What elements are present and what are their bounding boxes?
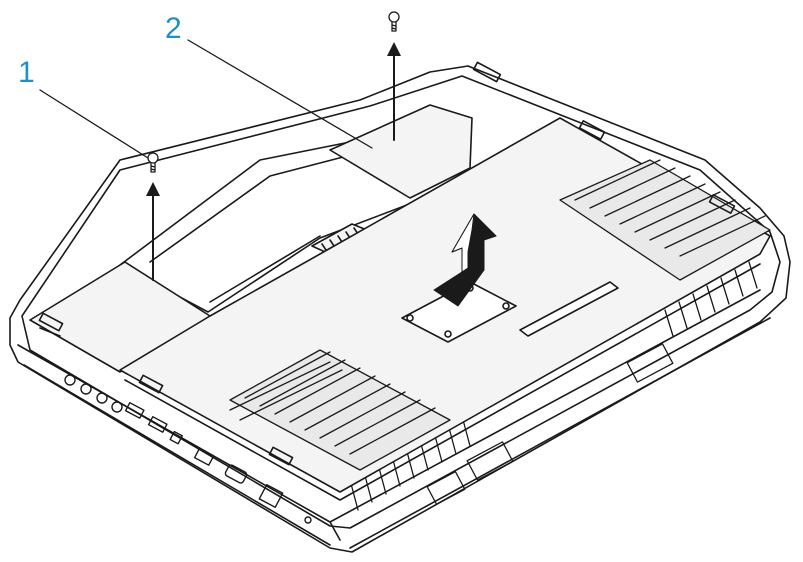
callout-leaders xyxy=(39,39,373,159)
base-panel-edge xyxy=(124,263,761,501)
port-jack xyxy=(64,374,76,386)
chassis-rim xyxy=(21,75,781,529)
panel-latch xyxy=(578,120,606,140)
port-hdmi xyxy=(193,448,215,466)
port-lock xyxy=(304,516,312,524)
screw-icon xyxy=(388,11,400,32)
port-jack xyxy=(96,392,108,404)
port-jack xyxy=(111,401,123,413)
side-vents xyxy=(349,261,758,511)
panel-latch xyxy=(708,194,736,214)
cover-latch xyxy=(38,312,64,332)
port-ethernet xyxy=(258,484,284,508)
panel-slot xyxy=(519,281,619,337)
side-latch xyxy=(426,471,466,505)
port-display xyxy=(224,464,248,484)
callout-2-leader xyxy=(187,39,373,149)
screw-arrow xyxy=(146,182,160,281)
vent-grille-front xyxy=(229,349,451,471)
callout-1-leader xyxy=(39,89,149,159)
port-usb xyxy=(147,416,168,433)
small-covers xyxy=(29,61,502,387)
port-jack xyxy=(80,383,92,395)
side-latch xyxy=(626,343,674,383)
bay-inner-edge xyxy=(149,149,371,303)
panel-latch xyxy=(138,374,164,394)
side-ports xyxy=(64,374,312,524)
port-small xyxy=(169,430,183,445)
side-latch xyxy=(466,441,514,481)
cover-latch xyxy=(472,61,502,83)
screw-arrow xyxy=(387,42,401,141)
small-cover-rear xyxy=(329,104,473,199)
chassis-front-wall xyxy=(17,289,761,541)
callout-1-label: 1 xyxy=(18,56,35,89)
port-usb xyxy=(124,402,145,419)
chassis-lower-edge xyxy=(23,317,771,549)
lift-arrow-icon xyxy=(433,213,497,307)
panel-latch xyxy=(268,446,294,466)
vent-grille-rear xyxy=(559,159,771,281)
base-panel xyxy=(119,117,771,501)
callout-2-label: 2 xyxy=(165,12,182,45)
